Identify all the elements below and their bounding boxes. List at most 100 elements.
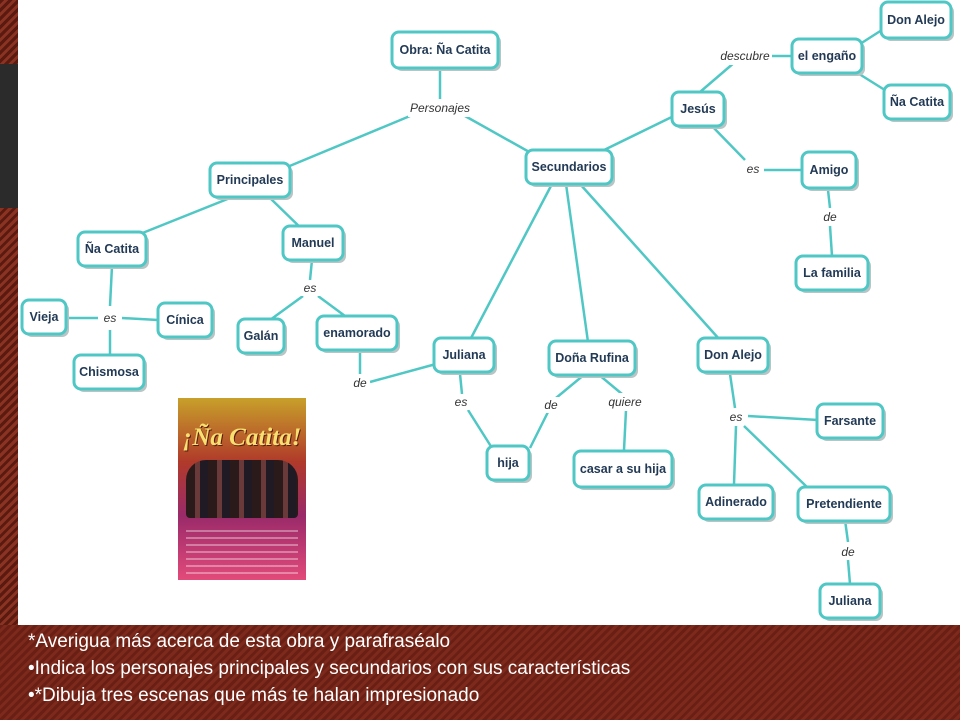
concept-map-nodes: Obra: Ña Catita Principales Secundarios … [20,0,954,621]
edge-de-juliana2 [846,559,852,585]
edge-jesus-descubre [699,61,736,93]
svg-text:Ña Catita: Ña Catita [890,94,945,109]
svg-text:es: es [304,281,317,295]
edge-principales-catita [129,196,231,240]
svg-text:Obra: Ña Catita: Obra: Ña Catita [400,42,492,57]
edge-es-farsante [747,414,819,422]
edge-personajes-principales [279,114,411,172]
svg-text:hija: hija [497,456,520,470]
edge-label-de-pretendiente: de [838,544,858,560]
edge-quiere-casar [622,409,628,451]
edge-label-es-catita: es [100,310,120,326]
node-na-catita[interactable]: Ña Catita [76,230,149,269]
node-amigo[interactable]: Amigo [800,150,859,191]
node-el-engano[interactable]: el engaño [790,37,865,76]
node-galan[interactable]: Galán [236,317,287,356]
node-casar-a-su-hija[interactable]: casar a su hija [572,449,675,490]
edge-secundarios-alejo [579,183,721,341]
svg-text:Personajes: Personajes [410,101,470,115]
svg-text:es: es [730,410,743,424]
svg-text:Secundarios: Secundarios [531,160,606,174]
edge-engano-catita2 [855,70,889,94]
edge-catita-es [108,265,114,307]
svg-text:de: de [823,210,837,224]
instructions-band: *Averigua más acerca de esta obra y para… [0,625,960,720]
svg-text:Doña Rufina: Doña Rufina [555,351,630,365]
node-juliana-2[interactable]: Juliana [818,582,883,621]
svg-text:Chismosa: Chismosa [79,365,140,379]
svg-text:Farsante: Farsante [824,414,876,428]
instruction-line-1: *Averigua más acerca de esta obra y para… [28,631,451,652]
left-dark-block [0,64,18,208]
svg-text:Jesús: Jesús [680,102,715,116]
edge-secundarios-jesus [599,110,683,154]
node-pretendiente[interactable]: Pretendiente [796,485,893,524]
svg-text:Cínica: Cínica [166,313,205,327]
edge-label-de-amigo: de [820,209,840,225]
node-hija[interactable]: hija [485,444,532,483]
svg-text:el engaño: el engaño [798,49,857,63]
edge-jesus-es [709,123,746,161]
svg-text:es: es [747,162,760,176]
node-manuel[interactable]: Manuel [281,224,346,263]
svg-text:de: de [353,376,367,390]
svg-text:Don Alejo: Don Alejo [887,13,945,27]
svg-text:Ña Catita: Ña Catita [85,241,140,256]
node-secundarios[interactable]: Secundarios [524,148,615,187]
node-root[interactable]: Obra: Ña Catita [390,30,501,71]
node-la-familia[interactable]: La familia [794,254,871,293]
svg-text:Amigo: Amigo [810,163,849,177]
node-don-alejo-top[interactable]: Don Alejo [879,0,954,41]
svg-text:La familia: La familia [803,266,862,280]
edge-es-galan [269,294,304,322]
svg-text:Pretendiente: Pretendiente [806,497,882,511]
node-adinerado[interactable]: Adinerado [697,483,776,522]
edge-label-de-rufina: de [541,397,561,413]
play-poster-image: ¡Ña Catita! [178,398,306,580]
edge-juliana-es [458,373,464,395]
edge-es-adinerado [732,425,738,485]
svg-text:descubre: descubre [720,49,770,63]
concept-map: Personajes es es de descubre es de es [20,0,954,621]
svg-text:quiere: quiere [608,395,642,409]
node-na-catita-2[interactable]: Ña Catita [882,83,953,122]
instruction-line-3: •*Dibuja tres escenas que más te halan i… [28,685,480,706]
poster-title: ¡Ña Catita! [182,424,302,451]
node-chismosa[interactable]: Chismosa [72,353,147,392]
concept-map-edges [66,26,889,585]
edge-hija-de [528,411,550,449]
edge-es-hija [466,409,494,449]
node-juliana[interactable]: Juliana [432,336,497,375]
edge-alejo-es [728,373,737,409]
poster-cast-figures [186,460,298,518]
node-principales[interactable]: Principales [208,161,293,200]
svg-text:Manuel: Manuel [291,236,334,250]
edge-es-cinica [121,316,159,322]
edge-secundarios-juliana [468,183,554,341]
node-cinica[interactable]: Cínica [156,301,215,340]
svg-text:Juliana: Juliana [828,594,872,608]
svg-text:Adinerado: Adinerado [705,495,767,509]
node-don-alejo[interactable]: Don Alejo [696,336,771,375]
node-enamorado[interactable]: enamorado [315,314,400,353]
svg-text:Galán: Galán [244,329,279,343]
edge-label-quiere: quiere [604,393,646,411]
node-farsante[interactable]: Farsante [815,402,886,441]
edge-labels: Personajes es es de descubre es de es [100,47,858,560]
edge-amigo-de [826,189,832,209]
svg-text:casar a su hija: casar a su hija [580,462,667,476]
svg-text:enamorado: enamorado [323,326,391,340]
node-vieja[interactable]: Vieja [20,298,69,337]
edge-manuel-es [308,259,314,281]
svg-text:es: es [104,311,117,325]
edge-es-pretendiente [743,425,809,489]
edge-de-familia [828,225,834,257]
svg-text:Juliana: Juliana [442,348,486,362]
instruction-line-2: •Indica los personajes principales y sec… [28,658,631,679]
node-jesus[interactable]: Jesús [670,90,727,129]
svg-text:Don Alejo: Don Alejo [704,348,762,362]
svg-text:de: de [544,398,558,412]
node-dona-rufina[interactable]: Doña Rufina [547,339,638,378]
poster-credits [186,530,298,574]
edge-label-es-alejo: es [726,409,746,425]
